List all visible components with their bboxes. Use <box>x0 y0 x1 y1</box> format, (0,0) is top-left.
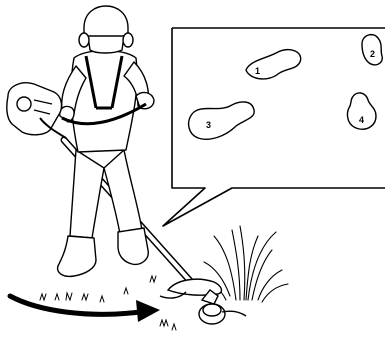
label-2: 2 <box>370 49 375 59</box>
cutting-head <box>160 279 246 324</box>
label-3: 3 <box>206 120 211 130</box>
cut-grass-marks <box>40 276 176 330</box>
trimmer-engine <box>7 83 66 138</box>
blob-shape-3 <box>189 102 255 139</box>
label-1: 1 <box>255 66 260 76</box>
label-4: 4 <box>359 115 364 125</box>
sweep-direction-arrow <box>10 296 160 322</box>
operator-figure <box>58 6 154 276</box>
